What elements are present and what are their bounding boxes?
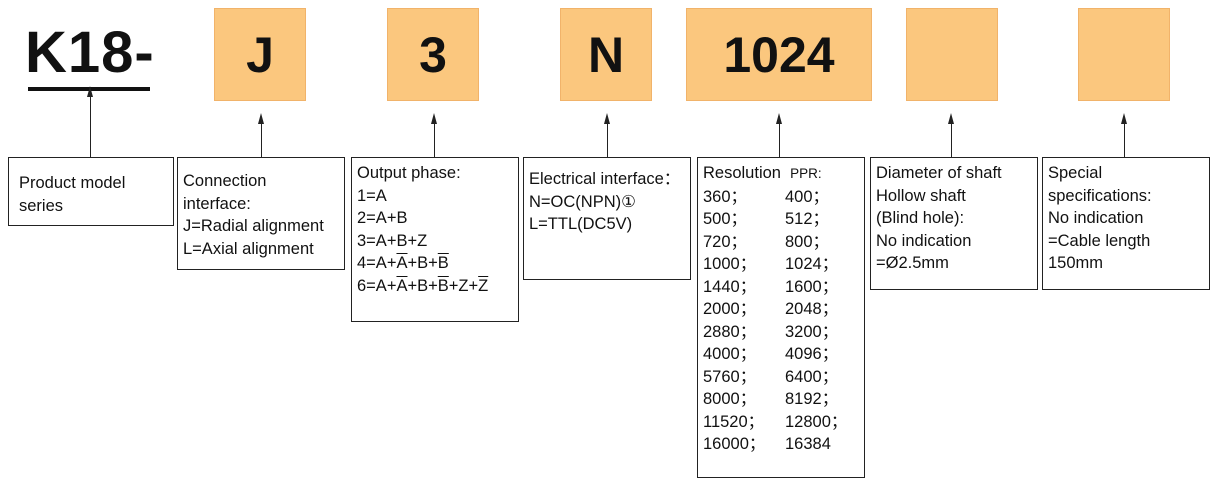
arrow-head-electrical (604, 113, 610, 124)
text-part: +Z+ (448, 276, 479, 295)
resolution-value: 3200； (785, 322, 839, 341)
resolution-value: 8000； (703, 390, 757, 408)
desc-line: specifications: (1048, 186, 1152, 205)
desc-line: Product model (19, 174, 126, 192)
desc-electrical: Electrical interface： N=OC(NPN)① L=TTL(DC5… (523, 157, 691, 280)
resolution-value: 4000； (703, 345, 757, 363)
text-overline: B (437, 276, 449, 295)
desc-line: 1=A (357, 186, 387, 205)
arrow-head-product (87, 86, 93, 97)
desc-title: Electrical interface： (529, 170, 681, 188)
resolution-value: 800； (785, 232, 830, 251)
desc-line: interface: (183, 194, 251, 213)
desc-line: No indication (1048, 209, 1144, 227)
arrow-head-special (1121, 113, 1127, 124)
connector-resolution (779, 123, 780, 158)
desc-line: (Blind hole): (876, 209, 965, 227)
arrow-head-resolution (776, 113, 782, 124)
resolution-value: 2000； (703, 300, 757, 318)
desc-product-model: Product model series (8, 157, 174, 226)
resolution-value: 16384 (785, 435, 831, 453)
code-box-resolution: 1024 (686, 8, 872, 101)
code-box-connection: J (214, 8, 306, 101)
resolution-unit: PPR: (790, 166, 822, 181)
text-part: +B+ (407, 254, 438, 272)
desc-line: L=TTL(DC5V) (529, 215, 633, 233)
desc-line-4: 4=A+A+B+B (357, 252, 518, 275)
desc-line-6: 6=A+A+B+B+Z+Z (357, 275, 518, 298)
resolution-value: 500； (703, 210, 748, 228)
resolution-value: 1000； (703, 255, 757, 273)
resolution-value: 8192； (785, 390, 839, 408)
resolution-value: 1440； (703, 277, 757, 296)
desc-special: Special specifications: No indication =Cabl… (1042, 157, 1210, 290)
resolution-value: 720； (703, 232, 748, 251)
desc-line: Connection (183, 172, 267, 190)
resolution-value: 12800； (785, 412, 848, 431)
resolution-value: 5760； (703, 367, 757, 386)
connector-special (1124, 123, 1125, 158)
desc-line: No indication (876, 231, 972, 250)
code-box-electrical: N (560, 8, 652, 101)
resolution-value: 360； (703, 187, 748, 206)
desc-line: N=OC(NPN)① (529, 192, 636, 211)
arrow-head-shaft (948, 113, 954, 124)
resolution-value: 11520； (703, 412, 765, 431)
text-overline: A (396, 276, 408, 295)
desc-title: Output phase: (357, 164, 461, 182)
desc-line: 150mm (1048, 254, 1104, 272)
resolution-value: 4096； (785, 345, 839, 363)
text-overline: A (396, 254, 408, 272)
code-box-output: 3 (387, 8, 479, 101)
desc-line: =Ø2.5mm (876, 254, 949, 272)
model-prefix: K18- (25, 20, 155, 85)
text-overline: B (437, 254, 449, 272)
text-overline: Z (478, 276, 489, 295)
text-part: 6=A+ (357, 276, 397, 295)
resolution-value: 1024； (785, 255, 839, 273)
resolution-value: 512； (785, 210, 830, 228)
connector-product (90, 96, 91, 158)
desc-line: J=Radial alignment (183, 217, 324, 235)
connector-shaft (951, 123, 952, 158)
resolution-value: 6400； (785, 367, 839, 386)
code-box-shaft (906, 8, 998, 101)
text-part: 4=A+ (357, 254, 397, 272)
arrow-head-connection (258, 113, 264, 124)
desc-line: series (19, 196, 64, 215)
resolution-value: 2880； (703, 322, 757, 341)
desc-line: L=Axial alignment (183, 239, 314, 258)
resolution-value: 1600； (785, 277, 839, 296)
connector-output (434, 123, 435, 158)
text-part: +B+ (407, 276, 438, 295)
connector-connection (261, 123, 262, 158)
desc-line: 2=A+B (357, 209, 408, 227)
desc-line: Hollow shaft (876, 186, 966, 205)
resolution-value: 400； (785, 187, 830, 206)
resolution-title: Resolution (703, 164, 781, 182)
connector-electrical (607, 123, 608, 158)
arrow-head-output (431, 113, 437, 124)
resolution-value: 2048； (785, 300, 839, 318)
resolution-values: 360； 400； 500； 512； 720； 800； 1000； 1024； 1440； 1… (703, 186, 864, 456)
code-box-special (1078, 8, 1170, 101)
desc-line: 3=A+B+Z (357, 231, 428, 250)
resolution-value: 16000； (703, 435, 766, 453)
desc-resolution: Resolution PPR:360；400；500；512；720；800；1… (697, 157, 865, 478)
desc-title-row: Resolution PPR: (703, 162, 864, 186)
desc-line: =Cable length (1048, 231, 1151, 250)
desc-line: Special (1048, 164, 1103, 182)
desc-line: Diameter of shaft (876, 164, 1002, 182)
